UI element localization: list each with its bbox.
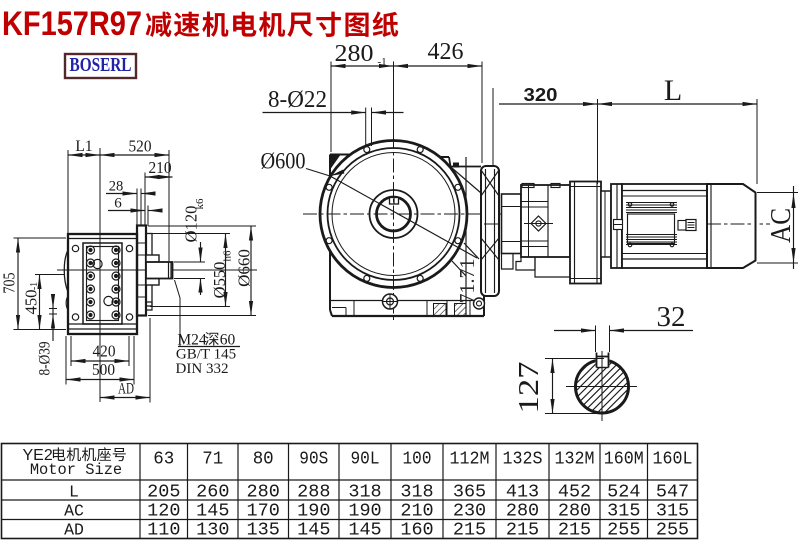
svg-text:160L: 160L — [653, 449, 693, 470]
svg-text:145: 145 — [348, 520, 381, 541]
svg-text:6: 6 — [114, 196, 122, 212]
svg-text:190: 190 — [297, 501, 330, 522]
svg-text:80: 80 — [253, 449, 274, 470]
svg-text:k6: k6 — [194, 198, 206, 210]
svg-text:132M: 132M — [555, 449, 595, 470]
svg-text:8-Ø22: 8-Ø22 — [268, 87, 327, 113]
svg-text:320: 320 — [524, 85, 558, 105]
svg-text:Ø120: Ø120 — [182, 206, 201, 243]
svg-text:-1: -1 — [377, 56, 386, 68]
svg-text:318: 318 — [400, 482, 433, 503]
svg-text:450: 450 — [22, 290, 41, 315]
svg-text:452: 452 — [558, 482, 591, 503]
svg-text:L: L — [69, 483, 79, 502]
svg-text:AC: AC — [64, 502, 84, 521]
svg-text:Ø660: Ø660 — [235, 249, 254, 287]
svg-text:Ø550: Ø550 — [210, 262, 229, 299]
svg-text:280: 280 — [558, 501, 591, 522]
svg-text:288: 288 — [297, 482, 330, 503]
svg-text:90L: 90L — [351, 449, 380, 470]
svg-text:AD: AD — [118, 381, 134, 398]
svg-text:705: 705 — [0, 273, 19, 294]
svg-text:AC: AC — [765, 208, 797, 243]
svg-text:127: 127 — [513, 362, 545, 414]
svg-text:135: 135 — [247, 520, 280, 541]
svg-text:L: L — [664, 74, 682, 107]
svg-text:BOSERL: BOSERL — [70, 55, 132, 76]
svg-text:32: 32 — [657, 301, 686, 333]
svg-text:280: 280 — [247, 482, 280, 503]
svg-text:132S: 132S — [503, 449, 543, 470]
svg-text:KF157R97: KF157R97 — [2, 5, 142, 43]
svg-text:280: 280 — [335, 41, 374, 67]
svg-text:28: 28 — [109, 179, 124, 195]
svg-text:420: 420 — [93, 342, 116, 361]
svg-text:215: 215 — [558, 520, 591, 541]
svg-text:AD: AD — [64, 521, 84, 540]
svg-text:YE2: YE2 — [23, 447, 53, 464]
svg-text:426: 426 — [428, 39, 464, 65]
svg-text:145: 145 — [196, 501, 229, 522]
svg-text:112M: 112M — [450, 449, 490, 470]
svg-text:71.71: 71.71 — [455, 259, 479, 304]
svg-text:524: 524 — [607, 482, 640, 503]
svg-text:210: 210 — [149, 158, 172, 177]
svg-text:71: 71 — [202, 449, 223, 470]
svg-text:547: 547 — [656, 482, 689, 503]
svg-text:160: 160 — [400, 520, 433, 541]
svg-text:90S: 90S — [299, 449, 328, 470]
svg-text:230: 230 — [453, 501, 486, 522]
svg-text:315: 315 — [607, 501, 640, 522]
svg-text:260: 260 — [196, 482, 229, 503]
svg-text:170: 170 — [247, 501, 280, 522]
svg-text:-1: -1 — [29, 282, 40, 290]
svg-text:520: 520 — [129, 137, 152, 156]
svg-text:210: 210 — [400, 501, 433, 522]
svg-text:Motor Size: Motor Size — [30, 461, 122, 479]
svg-text:500: 500 — [92, 360, 115, 379]
svg-text:Ø600: Ø600 — [261, 149, 306, 174]
svg-text:255: 255 — [656, 520, 689, 541]
svg-text:130: 130 — [196, 520, 229, 541]
svg-text:160M: 160M — [604, 449, 644, 470]
svg-text:215: 215 — [453, 520, 486, 541]
svg-text:100: 100 — [403, 449, 432, 470]
svg-text:255: 255 — [607, 520, 640, 541]
svg-text:110: 110 — [147, 520, 180, 541]
svg-text:205: 205 — [147, 482, 180, 503]
svg-text:190: 190 — [348, 501, 381, 522]
svg-text:413: 413 — [506, 482, 539, 503]
svg-text:215: 215 — [506, 520, 539, 541]
svg-text:h6: h6 — [222, 250, 234, 262]
svg-text:280: 280 — [506, 501, 539, 522]
svg-text:L1: L1 — [75, 138, 92, 155]
svg-text:M24: M24 — [177, 332, 207, 349]
svg-text:60: 60 — [220, 332, 236, 349]
svg-text:GB/T 145: GB/T 145 — [176, 347, 236, 363]
svg-text:DIN 332: DIN 332 — [176, 361, 229, 377]
svg-text:8-Ø39: 8-Ø39 — [37, 342, 54, 376]
svg-text:63: 63 — [153, 449, 174, 470]
svg-text:315: 315 — [656, 501, 689, 522]
svg-text:318: 318 — [348, 482, 381, 503]
svg-text:365: 365 — [453, 482, 486, 503]
svg-text:120: 120 — [147, 501, 180, 522]
svg-text:145: 145 — [297, 520, 330, 541]
